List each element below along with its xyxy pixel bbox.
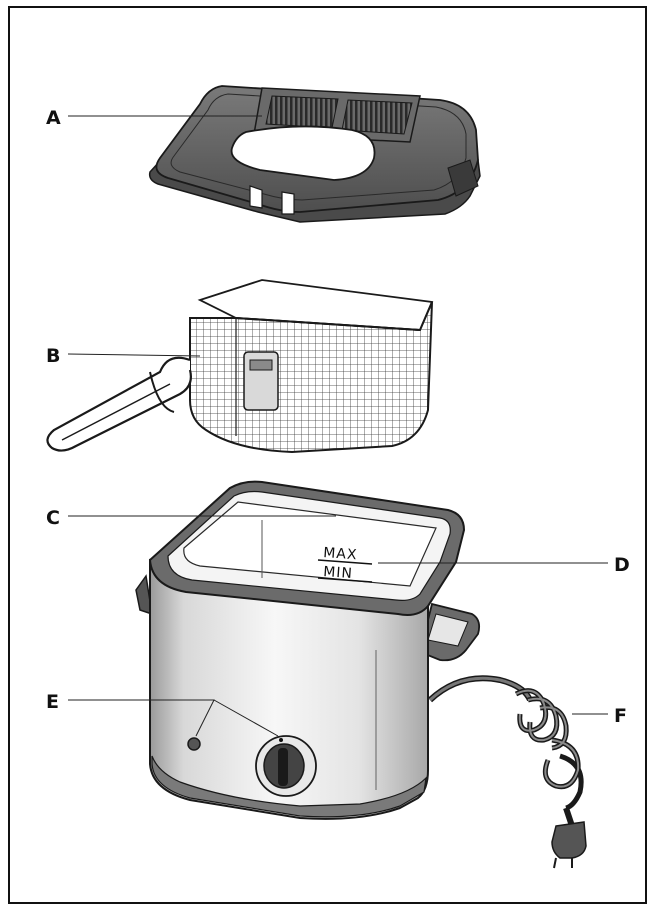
callout-f-label: F <box>614 705 627 727</box>
max-mark-label: MAX <box>323 545 358 563</box>
callout-e-label: E <box>46 691 59 713</box>
frying-basket <box>46 279 434 454</box>
callout-b-label: B <box>46 345 60 367</box>
fryer-housing <box>135 480 481 820</box>
power-cord <box>427 675 587 869</box>
diagram-frame <box>8 6 647 904</box>
callout-a-label: A <box>46 107 61 129</box>
callout-d-label: D <box>614 554 630 576</box>
lid <box>148 85 481 223</box>
leader-lines <box>67 115 608 737</box>
min-mark-label: MIN <box>323 564 354 582</box>
callout-c-label: C <box>46 507 60 529</box>
